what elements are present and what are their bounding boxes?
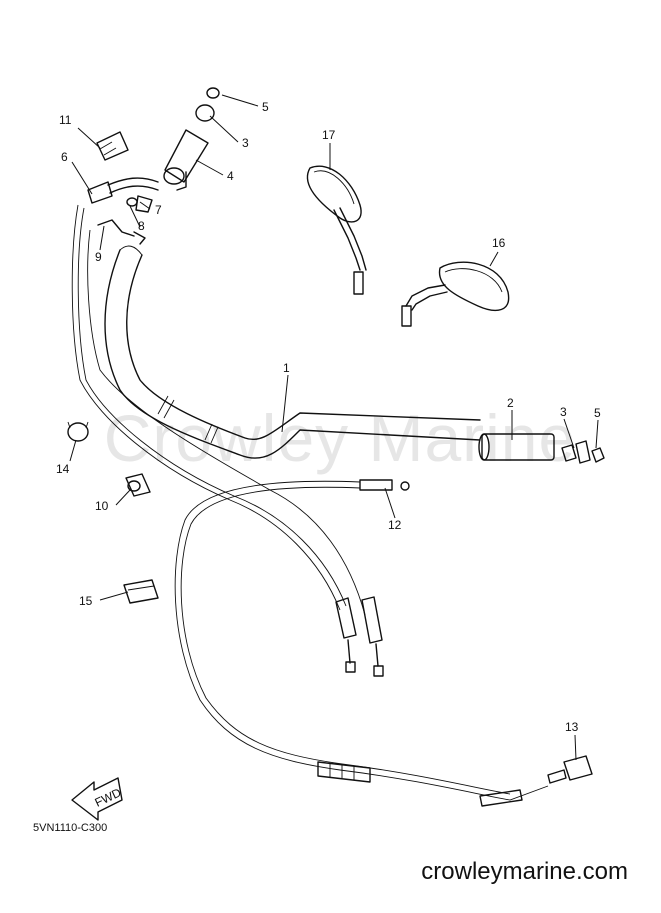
fwd-arrow: FWD: [71, 777, 124, 821]
callout-4: 4: [227, 169, 234, 183]
callout-8: 8: [138, 219, 145, 233]
callout-5a: 5: [262, 100, 269, 114]
callout-12: 12: [388, 518, 402, 532]
mirror-16: [401, 261, 510, 327]
leader-lines: [69, 94, 599, 761]
handlebar: [104, 245, 481, 459]
callout-14: 14: [56, 462, 70, 476]
diagram-code: 5VN1110-C300: [33, 822, 108, 834]
callout-16: 16: [492, 236, 506, 250]
clamp-15: [123, 579, 159, 604]
callout-2: 2: [507, 396, 514, 410]
callout-9: 9: [95, 250, 102, 264]
callout-3a: 3: [242, 136, 249, 150]
callout-6: 6: [61, 150, 68, 164]
callout-3b: 3: [560, 405, 567, 419]
throttle-cable-2: [87, 229, 384, 677]
callout-labels: 1 2 3 3 4 5 5 6 7 8 9 10 11 12 13 14 15 …: [56, 100, 601, 734]
left-grip-assembly: [163, 87, 220, 191]
right-grip: [478, 433, 555, 461]
callout-1: 1: [283, 361, 290, 375]
clamp-11: [96, 131, 129, 161]
callout-15: 15: [79, 594, 93, 608]
clutch-cable: [174, 479, 549, 807]
screw-right: [591, 447, 605, 463]
callout-17: 17: [322, 128, 336, 142]
throttle-housing: [71, 177, 357, 673]
clamp-10: [125, 473, 151, 497]
callout-13: 13: [565, 720, 579, 734]
callout-5b: 5: [594, 406, 601, 420]
callout-7: 7: [155, 203, 162, 217]
callout-10: 10: [95, 499, 109, 513]
clamp-14: [67, 421, 89, 442]
switch-13: [547, 755, 593, 784]
mirror-17: [306, 165, 367, 295]
callout-11: 11: [59, 113, 72, 127]
website-footer: crowleymarine.com: [421, 858, 628, 885]
bar-end-right: [561, 440, 591, 464]
